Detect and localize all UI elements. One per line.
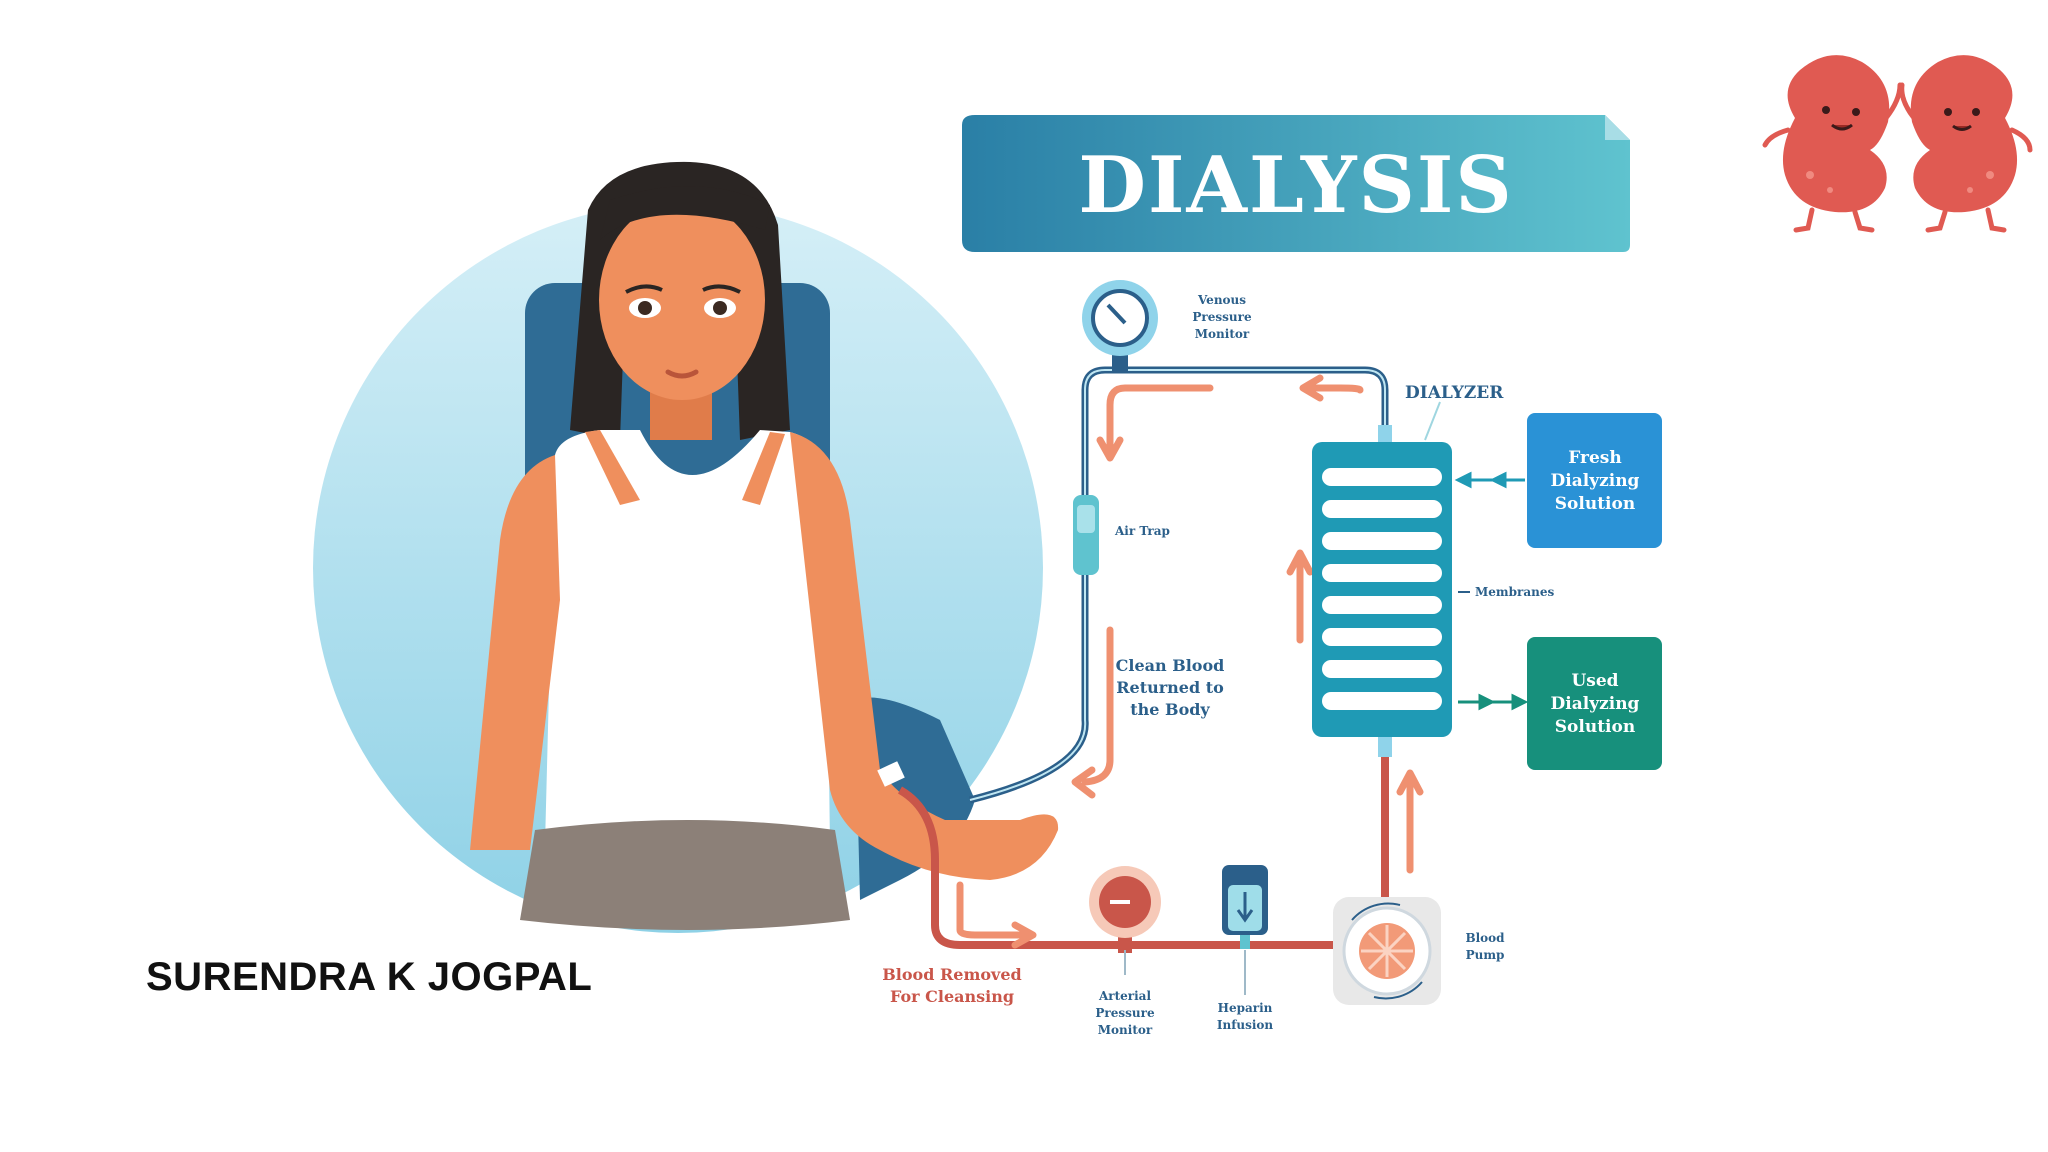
svg-text:Dialyzing: Dialyzing: [1551, 694, 1640, 714]
svg-text:Pressure: Pressure: [1192, 310, 1252, 324]
svg-text:Pressure: Pressure: [1095, 1006, 1155, 1020]
svg-text:Solution: Solution: [1555, 494, 1635, 514]
arterial-monitor-label: Arterial Pressure Monitor: [1095, 989, 1155, 1037]
kidney-icon: [1899, 55, 2033, 233]
patient-figure: [313, 161, 1059, 933]
svg-text:Fresh: Fresh: [1568, 448, 1621, 468]
blood-pump-label: Blood Pump: [1465, 931, 1505, 962]
face: [599, 200, 765, 400]
clean-blood-label: Clean Blood Returned to the Body: [1116, 656, 1225, 719]
svg-text:Blood Removed: Blood Removed: [882, 965, 1021, 984]
dialyzer-label: DIALYZER: [1405, 383, 1504, 403]
svg-text:Blood: Blood: [1465, 931, 1505, 945]
heparin-infusion: [1222, 865, 1268, 995]
air-trap: [1073, 495, 1099, 575]
air-trap-label: Air Trap: [1114, 524, 1170, 538]
pants: [520, 820, 850, 930]
svg-text:Dialyzing: Dialyzing: [1551, 471, 1640, 491]
svg-text:Clean Blood: Clean Blood: [1116, 656, 1225, 675]
svg-text:Arterial: Arterial: [1098, 989, 1151, 1003]
venous-pressure-monitor: [1082, 280, 1158, 372]
fresh-dialyzing-solution: Fresh Dialyzing Solution: [1527, 413, 1662, 548]
diagram-title: DIALYSIS: [1078, 140, 1513, 231]
svg-text:Used: Used: [1571, 671, 1618, 691]
left-arm: [470, 455, 560, 850]
svg-text:Returned to: Returned to: [1116, 678, 1224, 697]
solution-connectors: [1454, 471, 1529, 711]
kidney-icon: [1762, 55, 1903, 233]
shirt: [545, 430, 830, 845]
arterial-pressure-monitor: [1089, 866, 1161, 975]
blood-removed-label: Blood Removed For Cleansing: [882, 965, 1021, 1006]
title-banner: DIALYSIS: [962, 115, 1630, 252]
svg-text:Venous: Venous: [1197, 293, 1246, 307]
svg-text:Pump: Pump: [1466, 948, 1505, 962]
venous-monitor-label: Venous Pressure Monitor: [1192, 293, 1252, 341]
svg-text:the Body: the Body: [1130, 700, 1210, 719]
svg-text:For Cleansing: For Cleansing: [890, 987, 1014, 1006]
used-dialyzing-solution: Used Dialyzing Solution: [1527, 637, 1662, 770]
svg-text:Infusion: Infusion: [1217, 1018, 1274, 1032]
dialyzer: [1312, 425, 1452, 757]
heparin-label: Heparin Infusion: [1217, 1001, 1274, 1032]
blood-pump: [1333, 897, 1441, 1005]
removal-tubing: [897, 745, 1389, 949]
svg-text:Heparin: Heparin: [1218, 1001, 1273, 1015]
author-name: SURENDRA K JOGPAL: [146, 955, 593, 999]
right-arm: [790, 432, 1059, 880]
svg-text:Monitor: Monitor: [1195, 327, 1250, 341]
membranes-label: Membranes: [1475, 585, 1554, 599]
flow-arrows: [956, 374, 1424, 949]
svg-text:Solution: Solution: [1555, 717, 1635, 737]
svg-text:Monitor: Monitor: [1098, 1023, 1153, 1037]
